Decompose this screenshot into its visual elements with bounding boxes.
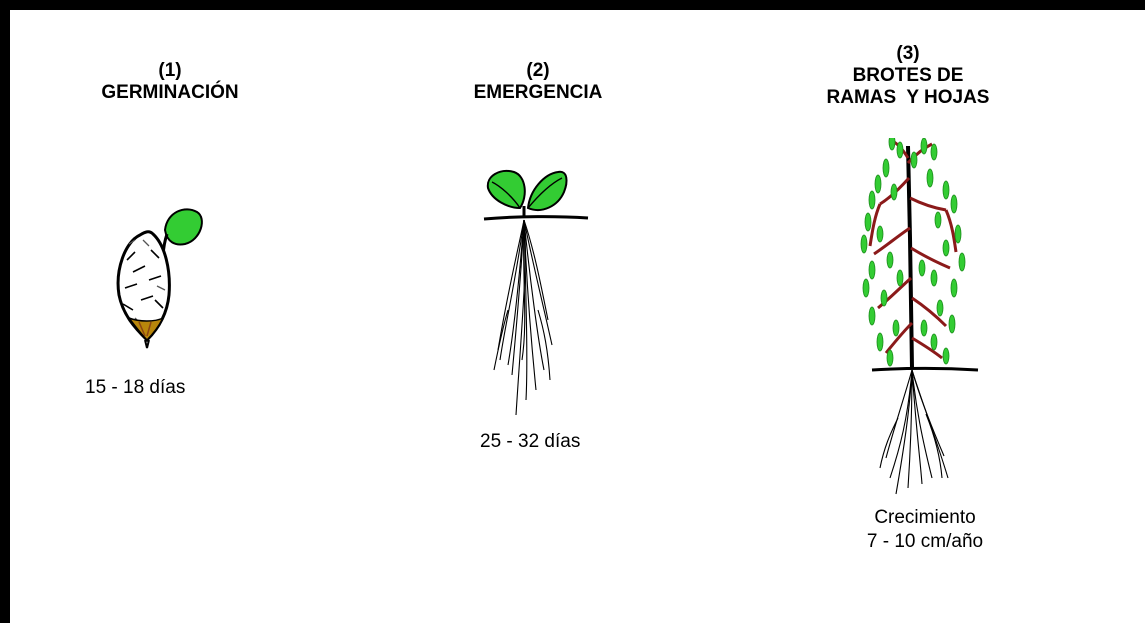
stage-3-number: (3) xyxy=(788,43,1028,65)
stage-1-number: (1) xyxy=(70,60,270,82)
stage-3-caption: Crecimiento 7 - 10 cm/año xyxy=(850,506,1000,554)
stage-3-caption-line-2: 7 - 10 cm/año xyxy=(850,530,1000,554)
germinating-seed-icon xyxy=(105,200,215,350)
stage-3-title: (3) BROTES DE RAMAS Y HOJAS xyxy=(788,43,1028,109)
stage-1-duration: 15 - 18 días xyxy=(85,376,185,400)
stage-3-title-line-2: RAMAS Y HOJAS xyxy=(788,87,1028,109)
stage-3-title-line-1: BROTES DE xyxy=(788,65,1028,87)
stage-3-caption-line-1: Crecimiento xyxy=(850,506,1000,530)
stage-2-title-line-1: EMERGENCIA xyxy=(438,82,638,104)
stage-1-title: (1) GERMINACIÓN xyxy=(70,60,270,104)
stage-2-title: (2) EMERGENCIA xyxy=(438,60,638,104)
stage-2-number: (2) xyxy=(438,60,638,82)
stage-2-duration: 25 - 32 días xyxy=(480,430,580,454)
diagram-frame: (1) GERMINACIÓN 15 - 18 días (2) EMERGEN… xyxy=(10,10,1145,623)
young-tree-icon xyxy=(850,138,980,498)
stage-1-title-line-1: GERMINACIÓN xyxy=(70,82,270,104)
seedling-icon xyxy=(478,160,598,430)
